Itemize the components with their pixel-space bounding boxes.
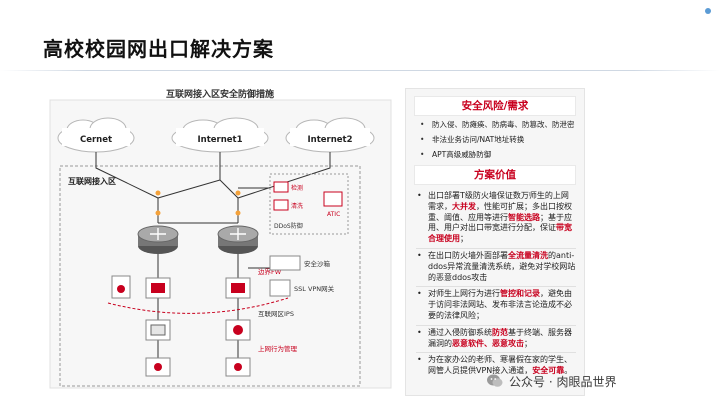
clean-icon <box>273 199 289 211</box>
value-text: 在出口防火墙外面部署 <box>428 250 508 260</box>
network-diagram: 互联网接入区安全防御措施 Cernet Internet1 Internet2 … <box>49 88 392 389</box>
ddos-label: DDoS防御 <box>274 222 303 230</box>
links <box>95 152 331 358</box>
value-text: ； <box>460 234 468 244</box>
ips-left <box>145 319 171 341</box>
cloud-internet1: Internet1 <box>171 117 269 153</box>
ips-label: 互联网区IPS <box>258 309 294 318</box>
value-item: 在出口防火墙外面部署全流量清洗的anti-ddos异常流量清洗系统，避免对学校网… <box>416 249 576 288</box>
highlight-text: 全流量清洗 <box>508 250 548 260</box>
highlight-text: 防范 <box>492 327 508 337</box>
value-text: ；基于应用、用户对出口带宽进行分配，保证 <box>428 212 572 233</box>
highlight-text: 恶意软件、恶意攻击 <box>452 338 524 348</box>
zone-box <box>59 165 361 387</box>
detect-label: 检测 <box>291 184 303 192</box>
value-text: ； <box>524 338 532 348</box>
risk-item: 非法业务访问/NAT地址转换 <box>420 135 576 145</box>
value-list: 出口部署T级防火墙保证数万师生的上网需求，大并发，性能可扩展；多出口按权重、阈值… <box>416 189 576 380</box>
value-text: 出口部署T级防火墙保证数万师生的上网需求， <box>428 191 569 211</box>
risk-list: 防入侵、防瘫痪、防病毒、防篡改、防泄密 非法业务访问/NAT地址转换 APT高级… <box>420 120 576 160</box>
value-item: 出口部署T级防火墙保证数万师生的上网需求，大并发，性能可扩展；多出口按权重、阈值… <box>416 189 576 249</box>
diagram-title: 互联网接入区安全防御措施 <box>166 88 274 100</box>
ssl-vpn-icon <box>269 279 291 297</box>
page-title: 高校校园网出口解决方案 <box>43 37 274 61</box>
link-markers <box>155 190 241 216</box>
title-divider <box>0 70 720 71</box>
atic-label: ATIC <box>327 211 340 218</box>
decor-dot <box>705 8 711 14</box>
value-text: 。 <box>564 366 573 376</box>
behavior-left <box>145 357 171 377</box>
value-heading: 方案价值 <box>414 165 576 185</box>
router-left <box>137 225 179 254</box>
highlight-text: 管控和记录 <box>500 289 540 299</box>
highlight-text: 大并发 <box>452 201 476 211</box>
cloud-cernet: Cernet <box>57 117 135 153</box>
edge-fw-label: 边界FW <box>258 268 282 276</box>
value-text: 通过入侵防御系统 <box>428 327 492 337</box>
firewall-right <box>225 277 251 299</box>
value-text: 为在家办公的老师、寒暑假在家的学生、网管人员提供VPN接入通道， <box>428 355 572 376</box>
cloud-label-cernet: Cernet <box>80 135 112 145</box>
ips-right <box>225 319 251 341</box>
value-text: 的anti-ddos异常流量清洗系统，避免对学校网站的恶意ddos攻击 <box>428 250 576 282</box>
risk-item: 防入侵、防瘫痪、防病毒、防篡改、防泄密 <box>420 120 576 130</box>
risk-heading: 安全风险/需求 <box>414 96 576 116</box>
watermark: 公众号 · 肉眼品世界 <box>486 372 616 390</box>
value-item: 对师生上网行为进行管控和记录，避免由于访问非法网站、发布非法言论造成不必要的法律… <box>416 287 576 326</box>
clean-label: 清洗 <box>291 202 303 210</box>
watermark-text: 公众号 · 肉眼品世界 <box>509 374 617 389</box>
behavior-right <box>225 357 251 377</box>
behavior-label: 上网行为管理 <box>258 344 298 353</box>
risk-item: APT高级威胁防御 <box>420 150 576 160</box>
highlight-text: 安全可靠 <box>532 366 565 376</box>
cloud-internet2: Internet2 <box>285 117 375 153</box>
highlight-text: 智能选路 <box>508 212 540 222</box>
router-right <box>217 225 259 254</box>
cloud-label-internet1: Internet1 <box>197 135 242 145</box>
value-text: ，避免由于访问非法网站、发布非法言论造成不必要的法律风险； <box>428 289 572 320</box>
atic-icon <box>323 191 343 207</box>
value-item: 通过入侵防御系统防范基于终端、服务器漏洞的恶意软件、恶意攻击； <box>416 326 576 354</box>
sandbox-label: 安全沙箱 <box>304 259 331 268</box>
value-text: 基于终端、服务器漏洞的 <box>428 327 572 348</box>
value-text: ，性能可扩展；多出口按权重、阈值、应用等进行 <box>428 201 572 222</box>
firewall-left <box>145 277 171 299</box>
value-text: 对师生上网行为进行 <box>428 289 500 299</box>
cloud-label-internet2: Internet2 <box>307 135 352 145</box>
value-item: 为在家办公的老师、寒暑假在家的学生、网管人员提供VPN接入通道，安全可靠。 <box>416 353 576 380</box>
solution-panel: 安全风险/需求 防入侵、防瘫痪、防病毒、防篡改、防泄密 非法业务访问/NAT地址… <box>405 88 585 396</box>
highlight-text: 带宽合理使用 <box>428 223 572 244</box>
monitor-left <box>111 275 131 299</box>
zone-label: 互联网接入区 <box>68 176 116 186</box>
detect-icon <box>273 181 289 193</box>
ssl-vpn-label: SSL VPN网关 <box>294 284 335 293</box>
ddos-group-box <box>269 173 349 235</box>
vpn-tunnel-line <box>107 297 289 314</box>
wechat-icon <box>487 374 503 387</box>
sandbox-icon <box>269 255 301 271</box>
